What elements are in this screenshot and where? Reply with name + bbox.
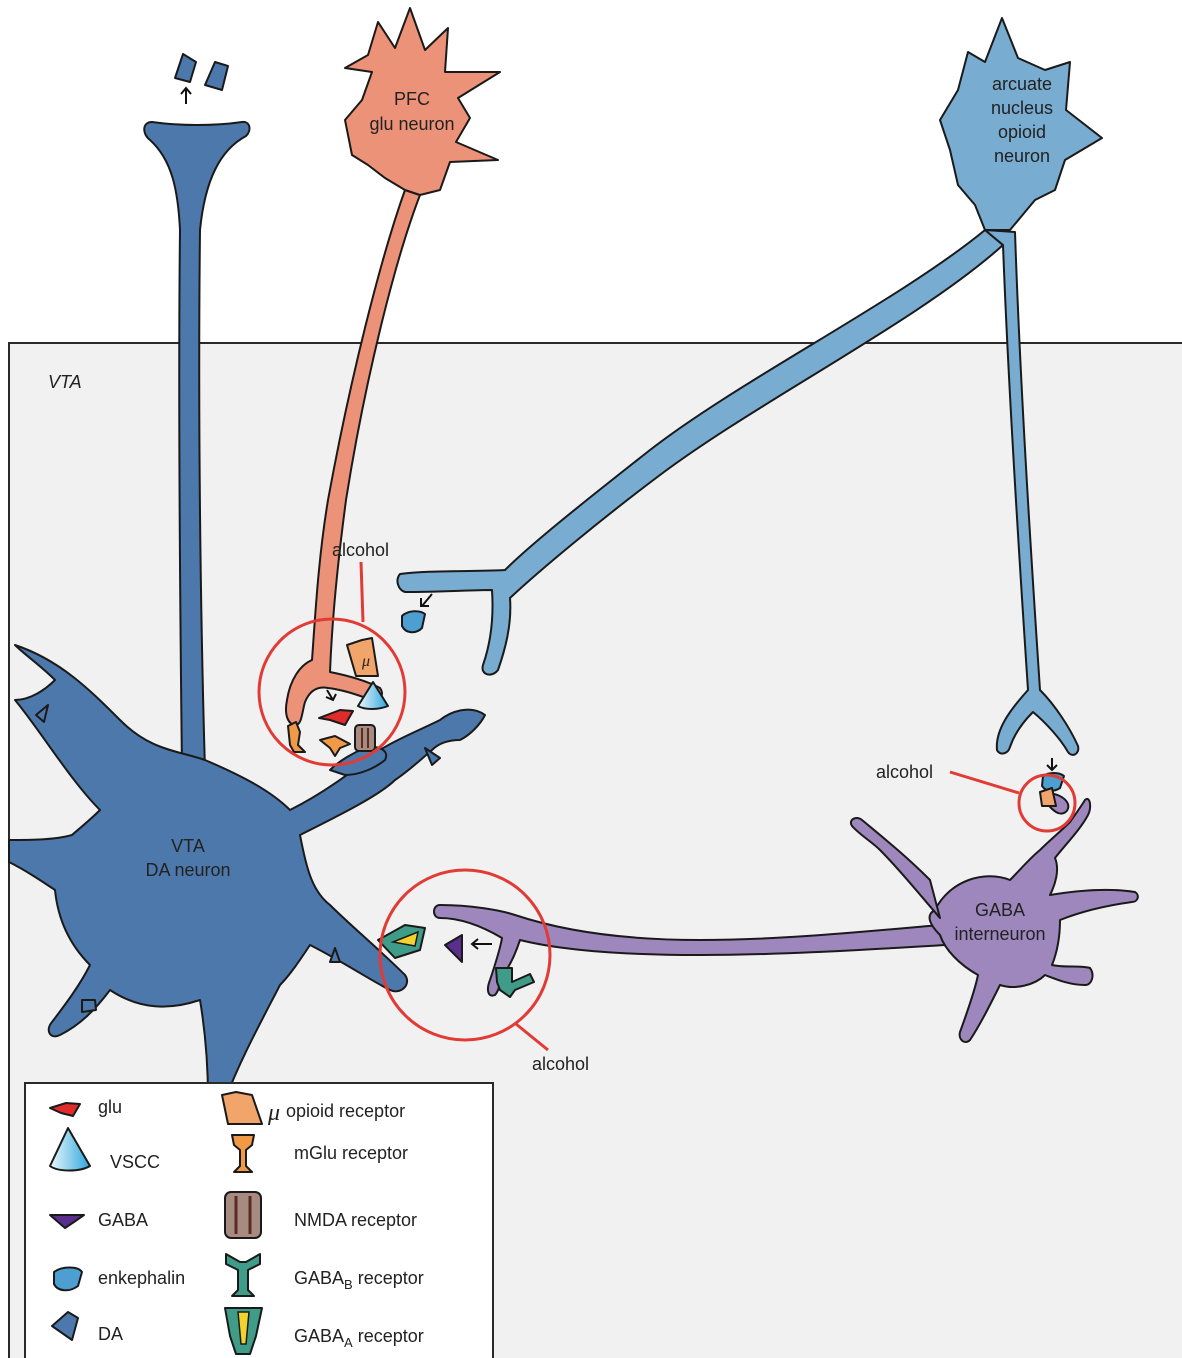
legend-opioid-label: opioid receptor (286, 1101, 405, 1121)
pfc-vta-synapse: μ (287, 637, 389, 757)
legend-nmda-channel (234, 1196, 252, 1234)
vta-soma (8, 644, 486, 1108)
vta-label-1: VTA (171, 836, 205, 856)
alcohol-circle-2 (1017, 773, 1077, 833)
gaba-interneuron: GABA interneuron (433, 792, 1139, 1043)
alcohol-label-2: alcohol (876, 762, 933, 782)
da-molecule-2 (204, 61, 229, 91)
arcuate-soma (939, 17, 1103, 231)
legend-mglu-label: mGlu receptor (294, 1143, 408, 1163)
legend-gaba-label: GABA (98, 1210, 148, 1230)
legend-enkephalin-icon (53, 1266, 83, 1292)
legend-glu-icon (49, 1102, 81, 1117)
gaba-soma-branch-upper (850, 816, 941, 919)
synapse-mu-receptor (346, 637, 379, 677)
vta-region-label: VTA (48, 372, 82, 392)
alcohol-callout-2: alcohol (876, 762, 1077, 833)
synapse-glu-molecule (318, 709, 354, 726)
legend-mu-symbol: μ (267, 1100, 280, 1126)
vta-da-neuron: VTA DA neuron (8, 120, 486, 1108)
da-release (174, 53, 229, 104)
da-molecule-1 (174, 53, 197, 83)
synapse-gabaa-core (390, 930, 420, 947)
arcuate-label-3: opioid (998, 122, 1046, 142)
vta-label-2: DA neuron (145, 860, 230, 880)
legend: glu VSCC GABA enkephalin DA μ opioid rec… (24, 1082, 494, 1358)
alcohol-label-3: alcohol (532, 1054, 589, 1074)
legend-gabaa-label: GABAA receptor (294, 1326, 424, 1350)
pfc-label-1: PFC (394, 89, 430, 109)
vta-spine-4 (424, 747, 441, 766)
vta-spine-1 (35, 704, 49, 723)
alcohol-pointer-2 (949, 770, 1020, 795)
vta-spine-2 (81, 999, 97, 1013)
legend-nmda-label: NMDA receptor (294, 1210, 417, 1230)
arcuate-label-2: nucleus (991, 98, 1053, 118)
gaba-label-1: GABA (975, 900, 1025, 920)
legend-da-label: DA (98, 1324, 123, 1344)
arcuate-opioid-neuron: arcuate nucleus opioid neuron (396, 17, 1103, 756)
legend-vscc-icon (49, 1127, 91, 1172)
legend-mglu-icon (231, 1134, 255, 1173)
alcohol-circle-1 (257, 617, 407, 767)
gaba-vta-synapse (377, 924, 535, 998)
alcohol-callout-3: alcohol (378, 868, 589, 1074)
enkephalin-molecule-1 (401, 610, 426, 634)
legend-vscc-label: VSCC (110, 1152, 160, 1172)
synapse-glu-arrow (325, 689, 337, 702)
legend-glu-label: glu (98, 1097, 122, 1117)
enkephalin-release-arrow-1 (420, 593, 433, 607)
synapse-gaba-arrow (470, 938, 492, 950)
synapse-mglu-receptor-2 (319, 735, 351, 757)
da-release-arrow (180, 86, 192, 104)
vta-spine-3 (329, 947, 341, 963)
alcohol-pointer-1 (359, 561, 365, 623)
alcohol-label-1: alcohol (332, 540, 389, 560)
alcohol-circle-3 (378, 868, 552, 1042)
synapse-gaba-molecule (444, 934, 463, 963)
gaba-label-2: interneuron (954, 924, 1045, 944)
arcuate-axon-right (984, 229, 1080, 756)
legend-enkephalin-label: enkephalin (98, 1268, 185, 1288)
pfc-axon (285, 189, 421, 726)
arcuate-label-4: neuron (994, 146, 1050, 166)
vta-axon-ascending (143, 120, 251, 771)
legend-mu-icon (221, 1091, 263, 1125)
arcuate-label-1: arcuate (992, 74, 1052, 94)
gaba-soma (928, 797, 1139, 1043)
synapse-vscc (357, 681, 389, 710)
legend-gabab-label: GABAB receptor (294, 1268, 424, 1292)
enkephalin-release-arrow-2 (1046, 758, 1058, 772)
alcohol-callout-1: alcohol (257, 540, 407, 767)
synapse-nmda-channel (361, 728, 369, 748)
arcuate-axon-left (396, 229, 1004, 676)
pfc-label-2: glu neuron (369, 114, 454, 134)
legend-gabaa-core (237, 1311, 250, 1345)
alcohol-pointer-3 (515, 1022, 549, 1052)
alcohol-circle-2-mu (1039, 787, 1057, 807)
synapse-mu-symbol: μ (361, 653, 370, 670)
synapse-gabab-receptor (495, 967, 535, 998)
synapse-mglu-receptor-1 (287, 721, 306, 753)
gaba-axon (433, 904, 946, 997)
legend-gaba-icon (49, 1214, 85, 1229)
pfc-glu-neuron: PFC glu neuron (285, 7, 501, 726)
synapse-nmda-receptor (354, 724, 376, 752)
legend-gabab-icon (225, 1253, 261, 1297)
legend-nmda-icon (224, 1191, 262, 1239)
pfc-soma (344, 7, 501, 196)
legend-da-icon (51, 1311, 79, 1341)
